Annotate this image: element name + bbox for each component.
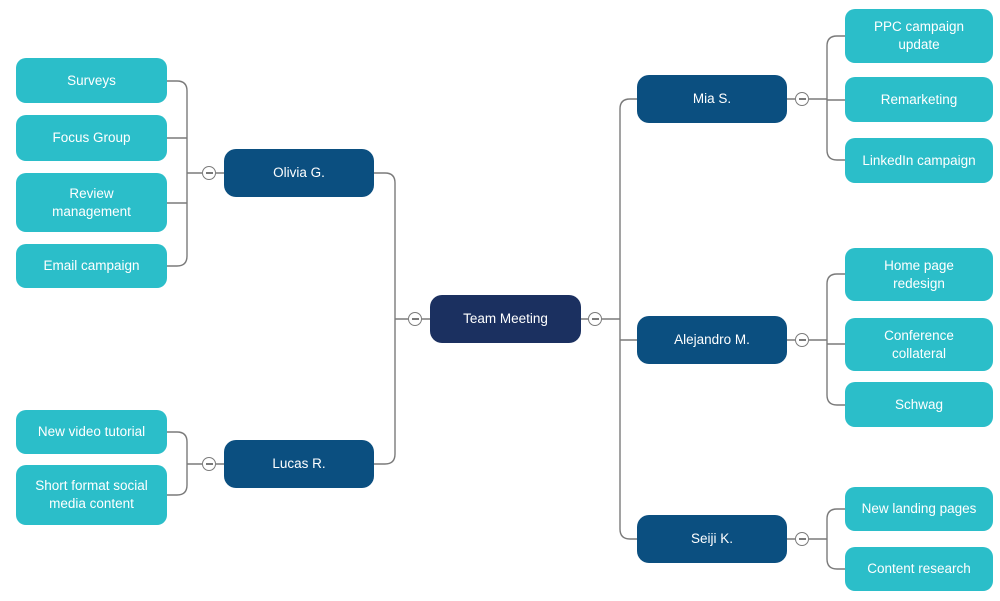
node-label: Olivia G. — [273, 165, 325, 181]
node-label: Surveys — [67, 72, 116, 88]
node-label: LinkedIn campaign — [862, 152, 976, 168]
node-label: Focus Group — [52, 130, 131, 146]
connector — [374, 172, 396, 465]
node-home-page-redesign[interactable]: Home page redesign — [845, 248, 993, 301]
minus-icon — [591, 318, 599, 320]
collapse-button-team-meeting-left[interactable] — [408, 312, 422, 326]
minus-icon — [798, 98, 806, 100]
node-label: New video tutorial — [37, 424, 146, 440]
connector — [826, 35, 845, 161]
minus-icon — [798, 538, 806, 540]
node-linkedin-campaign[interactable]: LinkedIn campaign — [845, 138, 993, 183]
node-schwag[interactable]: Schwag — [845, 382, 993, 427]
node-email-campaign[interactable]: Email campaign — [16, 244, 167, 288]
node-remarketing[interactable]: Remarketing — [845, 77, 993, 122]
node-label: Lucas R. — [272, 456, 326, 472]
connector — [167, 431, 188, 496]
node-label: Mia S. — [692, 91, 732, 107]
node-surveys[interactable]: Surveys — [16, 58, 167, 103]
node-review-management[interactable]: Review management — [16, 173, 167, 232]
collapse-button-olivia[interactable] — [202, 166, 216, 180]
collapse-button-alejandro[interactable] — [795, 333, 809, 347]
connector — [167, 80, 188, 267]
node-olivia[interactable]: Olivia G. — [224, 149, 374, 197]
node-label: Conference collateral — [884, 327, 954, 361]
node-new-video-tutorial[interactable]: New video tutorial — [16, 410, 167, 454]
minus-icon — [798, 339, 806, 341]
connector — [826, 508, 845, 570]
node-short-format-social-media-content[interactable]: Short format social media content — [16, 465, 167, 525]
collapse-button-seiji[interactable] — [795, 532, 809, 546]
connector — [619, 98, 637, 540]
node-label: Content research — [867, 561, 971, 577]
node-label: Team Meeting — [463, 311, 548, 327]
node-label: PPC campaign update — [873, 19, 965, 52]
collapse-button-lucas[interactable] — [202, 457, 216, 471]
node-lucas[interactable]: Lucas R. — [224, 440, 374, 488]
node-new-landing-pages[interactable]: New landing pages — [845, 487, 993, 531]
node-alejandro[interactable]: Alejandro M. — [637, 316, 787, 364]
node-label: Remarketing — [880, 91, 958, 107]
collapse-button-mia[interactable] — [795, 92, 809, 106]
node-content-research[interactable]: Content research — [845, 547, 993, 591]
node-label: New landing pages — [861, 501, 977, 517]
node-label: Alejandro M. — [674, 332, 750, 348]
node-mia[interactable]: Mia S. — [637, 75, 787, 123]
node-label: Home page redesign — [884, 257, 954, 291]
node-label: Short format social media content — [35, 478, 148, 511]
minus-icon — [205, 463, 213, 465]
node-label: Schwag — [894, 396, 944, 412]
node-seiji[interactable]: Seiji K. — [637, 515, 787, 563]
collapse-button-team-meeting-right[interactable] — [588, 312, 602, 326]
minus-icon — [205, 172, 213, 174]
node-label: Review management — [52, 185, 131, 219]
node-ppc-campaign-update[interactable]: PPC campaign update — [845, 9, 993, 63]
minus-icon — [411, 318, 419, 320]
node-team-meeting[interactable]: Team Meeting — [430, 295, 581, 343]
node-focus-group[interactable]: Focus Group — [16, 115, 167, 161]
connector — [826, 273, 845, 406]
node-label: Email campaign — [43, 258, 140, 274]
node-conference-collateral[interactable]: Conference collateral — [845, 318, 993, 371]
node-label: Seiji K. — [690, 531, 734, 547]
